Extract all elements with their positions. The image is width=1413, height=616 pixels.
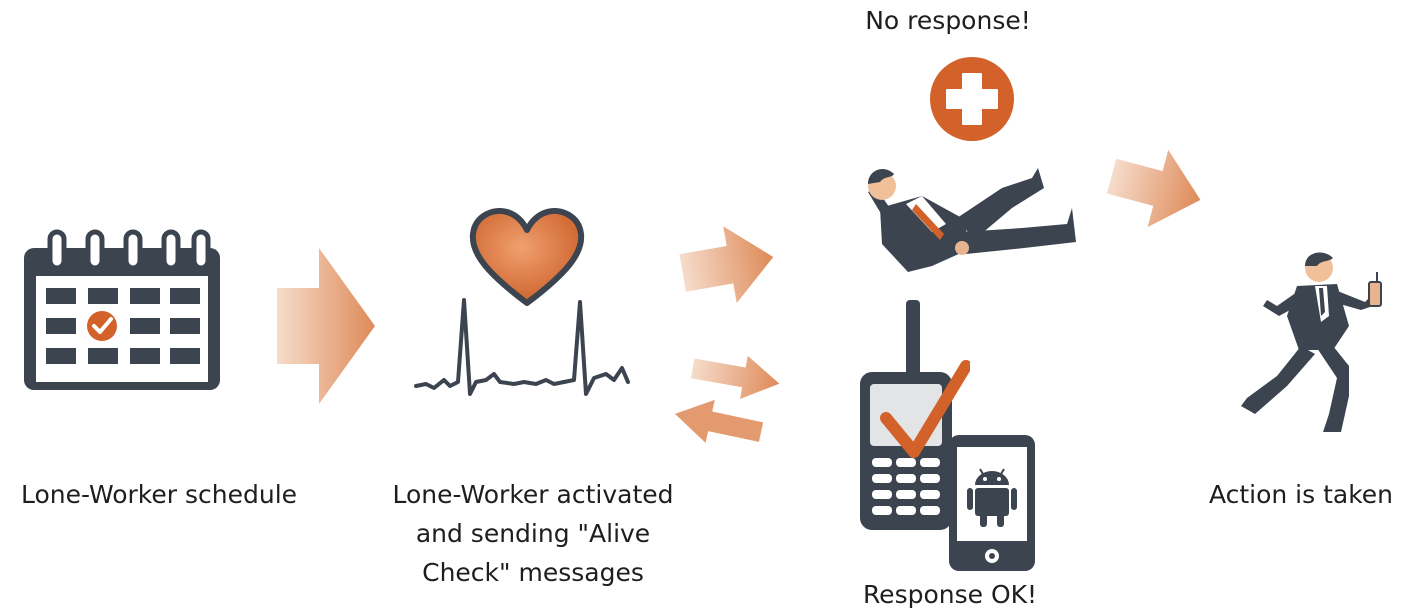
heart-icon xyxy=(467,208,587,308)
calendar-icon xyxy=(22,228,222,392)
label-activated-line-1: Lone-Worker activated xyxy=(392,480,674,509)
label-activated: Lone-Worker activated and sending "Alive… xyxy=(368,476,698,592)
label-activated-line-3: Check" messages xyxy=(422,557,644,587)
label-action: Action is taken xyxy=(1208,480,1394,509)
arrow-right-icon xyxy=(1106,140,1206,236)
arrow-right-icon xyxy=(678,222,778,308)
running-worker-icon xyxy=(1237,246,1397,436)
android-phone-icon xyxy=(947,433,1037,573)
arrow-left-icon xyxy=(672,398,764,448)
arrow-right-icon xyxy=(277,248,377,404)
label-schedule: Lone-Worker schedule xyxy=(20,480,298,509)
arrow-right-icon xyxy=(690,352,782,400)
label-response-ok: Response OK! xyxy=(862,580,1038,609)
falling-worker-icon xyxy=(862,148,1077,278)
ecg-line-icon xyxy=(414,290,634,400)
checkmark-icon xyxy=(880,360,970,460)
medical-cross-icon xyxy=(929,56,1015,142)
label-activated-line-2: and sending "Alive xyxy=(415,518,651,548)
label-no-response: No response! xyxy=(865,6,1031,35)
